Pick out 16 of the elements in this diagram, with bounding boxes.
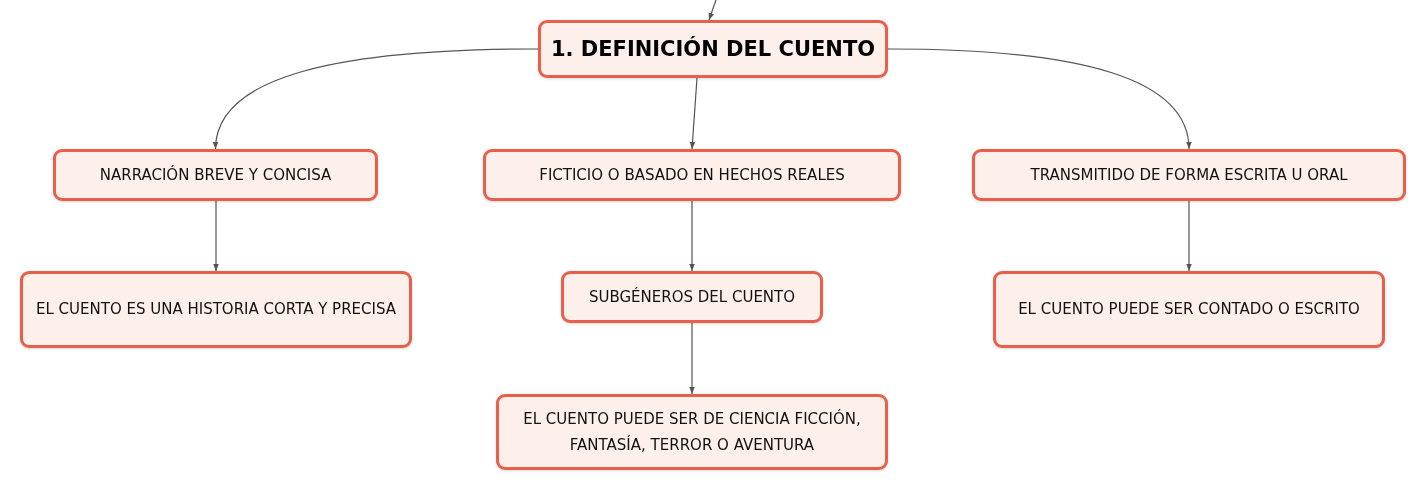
concept-box: EL CUENTO PUEDE SER DE CIENCIA FICCIÓN, FANTASÍA, TERROR O AVENTURA xyxy=(496,394,888,470)
connector-arrow xyxy=(689,200,695,272)
concept-box: SUBGÉNEROS DEL CUENTO xyxy=(561,271,823,323)
connector-arrow xyxy=(213,200,219,272)
concept-box: TRANSMITIDO DE FORMA ESCRITA U ORAL xyxy=(972,149,1406,201)
connector-arrow xyxy=(887,48,1191,150)
connector-arrow xyxy=(708,0,717,21)
connector-arrow xyxy=(213,48,539,150)
concept-box: EL CUENTO ES UNA HISTORIA CORTA Y PRECISA xyxy=(20,271,412,348)
connector-arrow xyxy=(1186,200,1192,272)
connector-arrow xyxy=(689,322,695,395)
topic-box: 1. DEFINICIÓN DEL CUENTO xyxy=(538,20,888,78)
connector-arrow xyxy=(689,77,698,150)
concept-box: FICTICIO O BASADO EN HECHOS REALES xyxy=(483,149,901,201)
concept-box: NARRACIÓN BREVE Y CONCISA xyxy=(53,149,378,201)
concept-box: EL CUENTO PUEDE SER CONTADO O ESCRITO xyxy=(993,271,1385,348)
